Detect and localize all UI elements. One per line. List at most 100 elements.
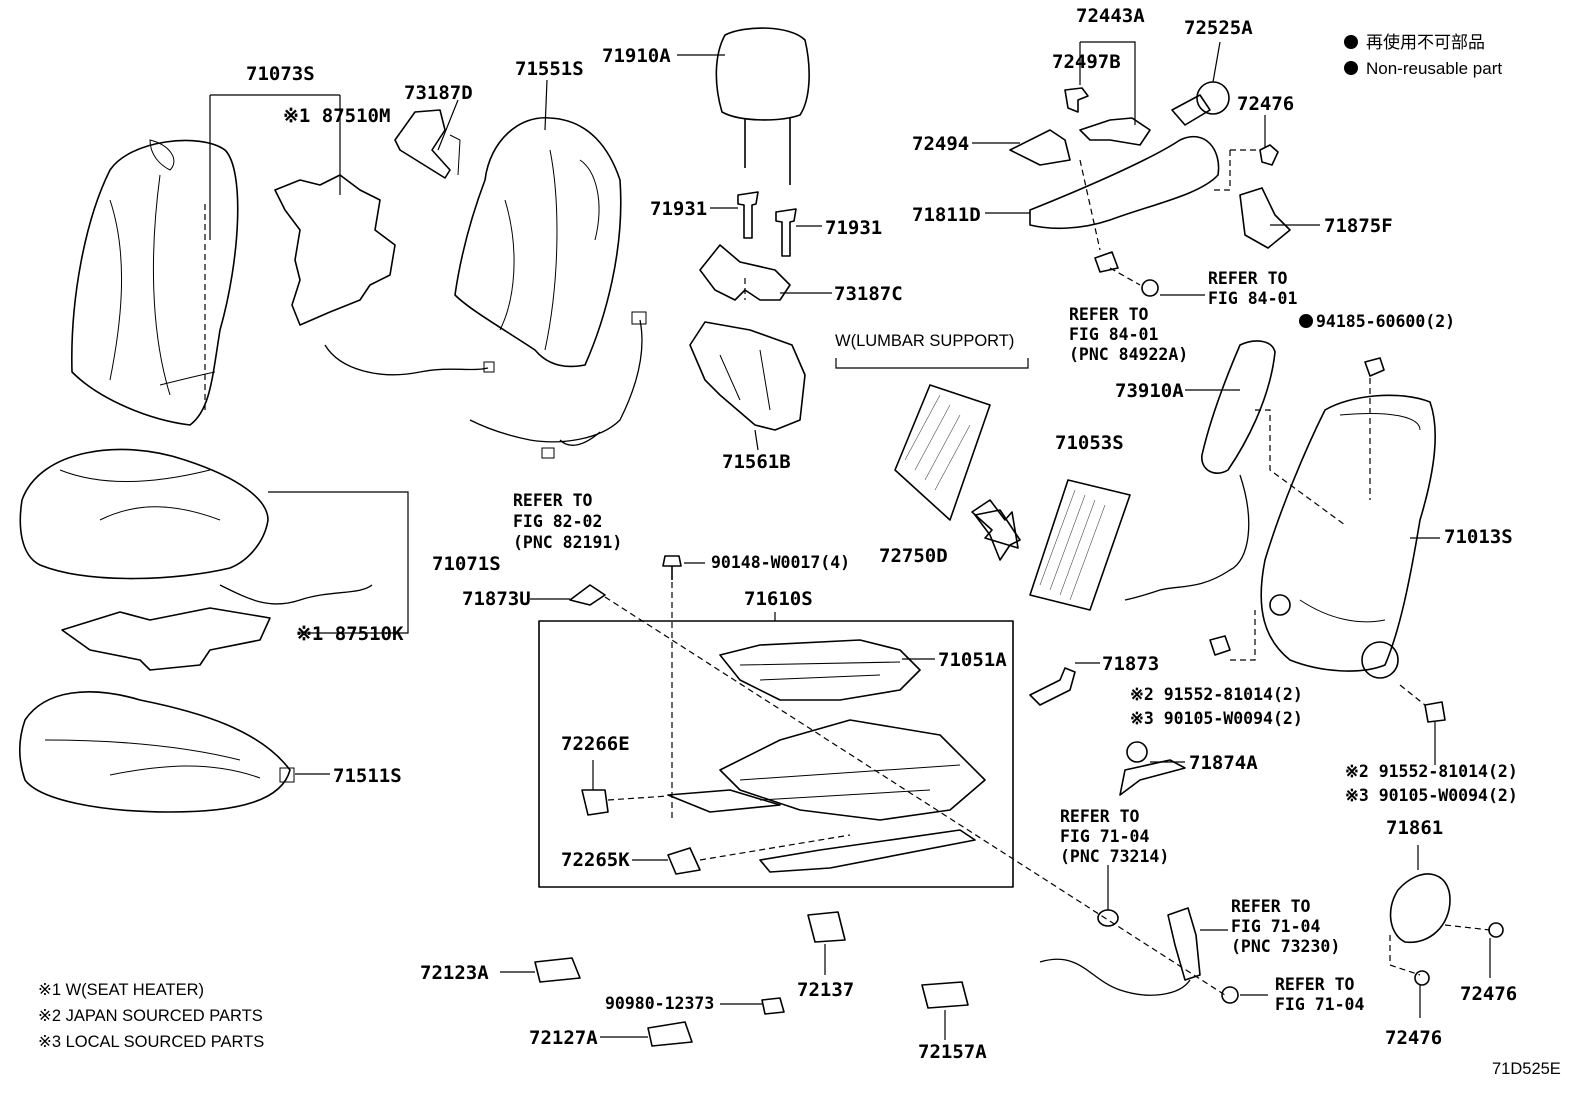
part-label-72476: 72476 [1237, 93, 1294, 115]
wire-harness-drawing [469, 311, 647, 459]
adjuster-group-box [538, 620, 1014, 888]
heater-mat-back-drawing [274, 174, 495, 376]
refer-fig: FIG 71-04 [1275, 995, 1364, 1014]
refer-line: REFER TO [1069, 305, 1149, 324]
refer-fig-84-01-pnc[interactable]: REFER TO FIG 84-01 (PNC 84922A) [1069, 305, 1188, 364]
seat-cushion-cover-drawing [19, 448, 269, 580]
refer-line: REFER TO [1275, 975, 1355, 994]
screw-90148-drawing [662, 555, 682, 580]
recliner-cover-drawing [1009, 81, 1291, 297]
footnote-seat-heater: ※1 W(SEAT HEATER) [38, 981, 204, 999]
refer-fig-84-01[interactable]: REFER TO FIG 84-01 [1208, 269, 1297, 308]
part-label-71811d: 71811D [912, 204, 981, 226]
part-label-73187c: 73187C [834, 283, 903, 305]
refer-pnc: (PNC 73230) [1231, 937, 1340, 956]
part-label-71051a: 71051A [938, 649, 1007, 671]
refer-pnc: (PNC 84922A) [1069, 345, 1188, 364]
part-label-73910a: 73910A [1115, 380, 1184, 402]
part-label-71875f: 71875F [1324, 215, 1393, 237]
heater-mat-cushion-drawing [61, 584, 373, 671]
refer-fig: FIG 82-02 [513, 512, 602, 531]
part-label-91552: ※2 91552-81014(2) [1345, 762, 1518, 781]
part-label-90105: ※3 90105-W0094(2) [1130, 709, 1303, 728]
footnotes: ※1 W(SEAT HEATER) ※2 JAPAN SOURCED PARTS… [38, 981, 264, 1051]
non-reusable-dot-icon [1344, 35, 1358, 49]
legend-english: Non-reusable part [1366, 59, 1502, 78]
bracket-73187c-drawing [699, 244, 791, 301]
footnote-local-sourced: ※3 LOCAL SOURCED PARTS [38, 1033, 264, 1051]
part-label-72476: 72476 [1385, 1027, 1442, 1049]
refer-fig-71-04[interactable]: REFER TO FIG 71-04 [1275, 975, 1364, 1014]
bolt-drawing [1209, 635, 1446, 723]
part-label-71610s: 71610S [744, 588, 813, 610]
legend-japanese: 再使用不可部品 [1366, 32, 1485, 52]
part-label-72123a: 72123A [420, 962, 489, 984]
lumbar-support-group-label: W(LUMBAR SUPPORT) [835, 332, 1014, 350]
bracket-71874a-drawing [1119, 741, 1186, 796]
part-label-87510k: ※1 87510K [296, 623, 404, 645]
seatback-cover-drawing [71, 139, 239, 426]
refer-line: REFER TO [1060, 807, 1140, 826]
refer-fig-71-04-73230[interactable]: REFER TO FIG 71-04 (PNC 73230) [1231, 897, 1340, 956]
part-label-90148: 90148-W0017(4) [711, 553, 850, 572]
refer-fig-82-02[interactable]: REFER TO FIG 82-02 (PNC 82191) [513, 491, 622, 552]
refer-fig: FIG 71-04 [1231, 917, 1320, 936]
grommet-drawing [1097, 909, 1119, 927]
back-panel-drawing [689, 321, 806, 431]
refer-pnc: (PNC 73214) [1060, 847, 1169, 866]
cover-clip-drawing [569, 584, 606, 606]
recliner-knob-cover-drawing [1389, 873, 1504, 986]
part-label-71873: 71873 [1102, 653, 1159, 675]
footnote-japan-sourced: ※2 JAPAN SOURCED PARTS [38, 1007, 263, 1025]
refer-line: REFER TO [513, 491, 593, 510]
part-label-71073s: 71073S [246, 63, 315, 85]
refer-fig: FIG 84-01 [1208, 289, 1297, 308]
non-reusable-dot-icon [1299, 314, 1313, 328]
part-label-71511s: 71511S [333, 765, 402, 787]
headrest-guide-drawing [737, 191, 797, 257]
part-label-71053s: 71053S [1055, 432, 1124, 454]
part-label-71873u: 71873U [462, 588, 531, 610]
part-label-90980: 90980-12373 [605, 994, 714, 1013]
part-label-72137: 72137 [797, 979, 854, 1001]
non-reusable-dot-icon [1344, 61, 1358, 75]
part-label-72127a: 72127A [529, 1027, 598, 1049]
part-label-71931: 71931 [825, 217, 882, 239]
seatback-frame-drawing [1260, 357, 1436, 679]
part-label-72157a: 72157A [918, 1041, 987, 1063]
part-label-72443a: 72443A [1076, 5, 1145, 27]
dashed-lines [204, 149, 1491, 996]
part-label-72476: 72476 [1460, 983, 1517, 1005]
refer-line: REFER TO [1231, 897, 1311, 916]
seatback-pad-drawing [454, 117, 622, 368]
part-label-72494: 72494 [912, 133, 969, 155]
part-label-73187d: 73187D [404, 82, 473, 104]
part-label-72265k: 72265K [561, 849, 630, 871]
part-labels: 71073S ※1 87510M 73187D 71551S 71910A 72… [246, 5, 1518, 1063]
belt-buckle-drawing [1039, 907, 1239, 1004]
part-label-72497b: 72497B [1052, 51, 1121, 73]
seat-adjuster-drawing [538, 620, 1014, 888]
lumbar-support-drawing [894, 384, 1131, 611]
part-label-71071s: 71071S [432, 553, 501, 575]
part-label-94185: 94185-60600(2) [1316, 312, 1455, 331]
part-label-71561b: 71561B [722, 451, 791, 473]
refer-fig-71-04-73214[interactable]: REFER TO FIG 71-04 (PNC 73214) [1060, 807, 1169, 866]
part-label-91552: ※2 91552-81014(2) [1130, 685, 1303, 704]
seat-cushion-pad-drawing [18, 691, 295, 813]
legend: 再使用不可部品 Non-reusable part [1344, 32, 1502, 78]
part-label-72750d: 72750D [879, 545, 948, 567]
part-label-71013s: 71013S [1444, 526, 1513, 548]
refer-fig: FIG 84-01 [1069, 325, 1158, 344]
leader-lines [209, 41, 1491, 1040]
part-label-72266e: 72266E [561, 733, 630, 755]
refer-fig: FIG 71-04 [1060, 827, 1149, 846]
part-label-71910a: 71910A [602, 45, 671, 67]
part-label-90105: ※3 90105-W0094(2) [1345, 786, 1518, 805]
refer-line: REFER TO [1208, 269, 1288, 288]
part-label-87510m: ※1 87510M [283, 105, 390, 127]
bracket-73187d-drawing [394, 109, 461, 179]
part-label-71874a: 71874A [1189, 752, 1258, 774]
part-label-71931: 71931 [650, 198, 707, 220]
